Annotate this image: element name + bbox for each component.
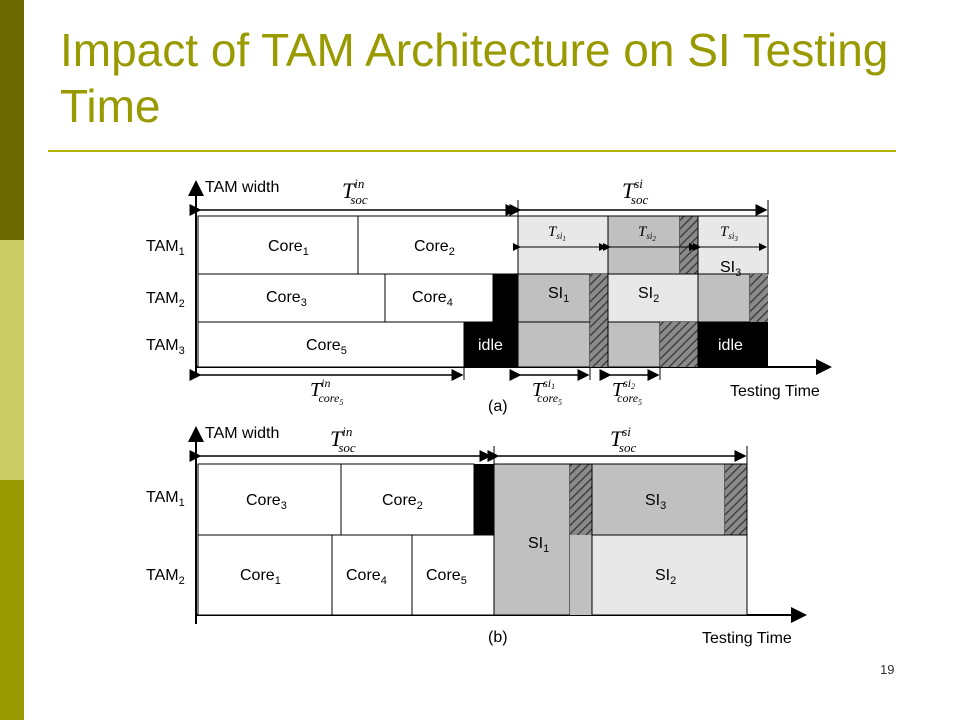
si-hatch [725, 464, 747, 535]
si-hatch [570, 464, 592, 535]
diagram-a-row-label: TAM1 [146, 238, 185, 258]
diagram-a-caption: (a) [488, 398, 508, 415]
core-block [331, 534, 413, 616]
core-label: Core3 [266, 289, 307, 309]
core-block [340, 463, 475, 536]
sidebar-block-light [0, 240, 24, 480]
si-hatch [590, 322, 608, 367]
si-test-block [607, 321, 661, 368]
diagram-b: TAM width Testing Time (b) TAM1 TAM2 Cor… [146, 424, 807, 647]
core-label: Core1 [240, 567, 281, 587]
diagram-a-x-axis-label: Testing Time [730, 383, 820, 400]
diagram-b-row-label: TAM1 [146, 489, 185, 509]
sidebar-decoration [0, 0, 24, 720]
si-label: SI3 [645, 492, 666, 512]
si-test-block [517, 321, 591, 368]
t-si-label: Tsi2 [638, 224, 656, 243]
si-label: SI1 [528, 535, 549, 555]
diagram-b-y-axis-label: TAM width [205, 425, 279, 442]
si-test-block [517, 215, 609, 275]
si-label: SI1 [548, 285, 569, 305]
core-label: Core4 [346, 567, 387, 587]
sidebar-block-dark [0, 0, 24, 240]
si-label: SI3 [720, 259, 741, 279]
core-label: Core2 [414, 238, 455, 258]
diagram-b-row-label: TAM2 [146, 567, 185, 587]
diagram-b-x-axis-label: Testing Time [702, 630, 792, 647]
diagram-b-caption: (b) [488, 629, 508, 646]
t-si-label: Tsi1 [548, 224, 566, 243]
si-hatch [750, 274, 768, 322]
core-label: Core2 [382, 492, 423, 512]
core-block [197, 215, 359, 275]
core-block [411, 534, 495, 616]
diagram-a-row-label: TAM2 [146, 290, 185, 310]
core-label: Core5 [426, 567, 467, 587]
si-hatch [660, 322, 698, 367]
core-block [197, 321, 465, 368]
idle-block [698, 322, 768, 367]
idle-block [464, 322, 518, 367]
core-block [197, 463, 342, 536]
diagram-a: TAM width Testing Time (a) TAM1 TAM2 TAM… [146, 176, 832, 415]
slide-title: Impact of TAM Architecture on SI Testing… [60, 24, 889, 132]
page-number: 19 [880, 662, 895, 677]
core-label: Core4 [412, 289, 453, 309]
core-label: Core1 [268, 238, 309, 258]
idle-block [474, 464, 494, 535]
core-label: Core5 [306, 337, 347, 357]
idle-block [493, 274, 518, 322]
si-hatch [590, 274, 608, 322]
idle-label: idle [478, 337, 503, 354]
core-block [384, 273, 494, 323]
diagram-a-y-axis-label: TAM width [205, 179, 279, 196]
si-label: SI2 [655, 567, 676, 587]
si-hatch [680, 216, 698, 274]
idle-label: idle [718, 337, 743, 354]
si-test-block [591, 534, 748, 616]
si-label: SI2 [638, 285, 659, 305]
sidebar-block-mid [0, 480, 24, 720]
si-test-block [697, 273, 751, 323]
diagram-a-row-label: TAM3 [146, 337, 185, 357]
t-si-label: Tsi3 [720, 224, 738, 243]
core-block [357, 215, 519, 275]
si-test-block [493, 463, 571, 616]
core-label: Core3 [246, 492, 287, 512]
title-divider [48, 150, 896, 152]
core-block [197, 534, 333, 616]
